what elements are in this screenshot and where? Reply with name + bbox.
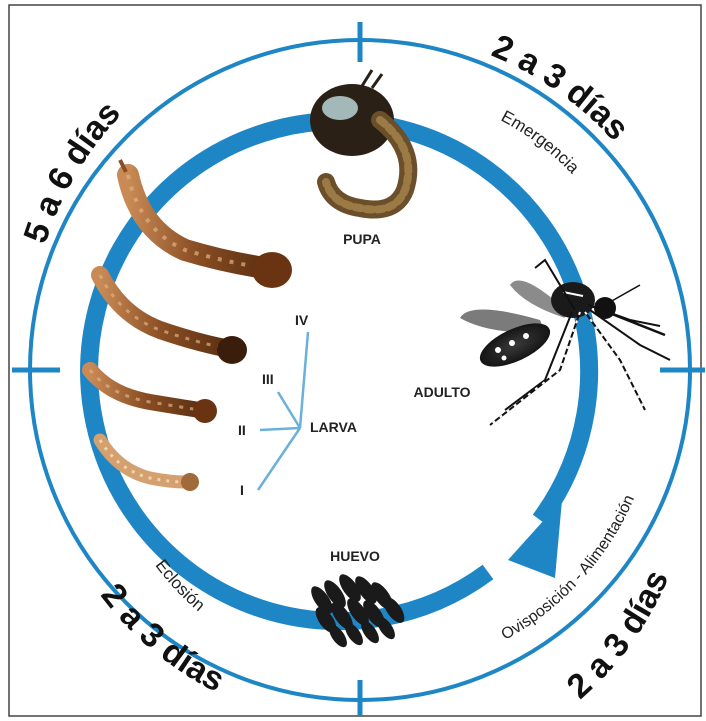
stage-label-pupa: PUPA: [343, 231, 381, 247]
stage-label-adult: ADULTO: [413, 384, 470, 400]
instar-label-iv: IV: [295, 312, 309, 328]
instar-label-i: I: [240, 482, 244, 498]
stage-label-larva: LARVA: [310, 419, 357, 435]
instar-label-ii: II: [238, 422, 246, 438]
instar-label-iii: III: [262, 371, 274, 387]
stage-label-egg: HUEVO: [330, 548, 380, 564]
